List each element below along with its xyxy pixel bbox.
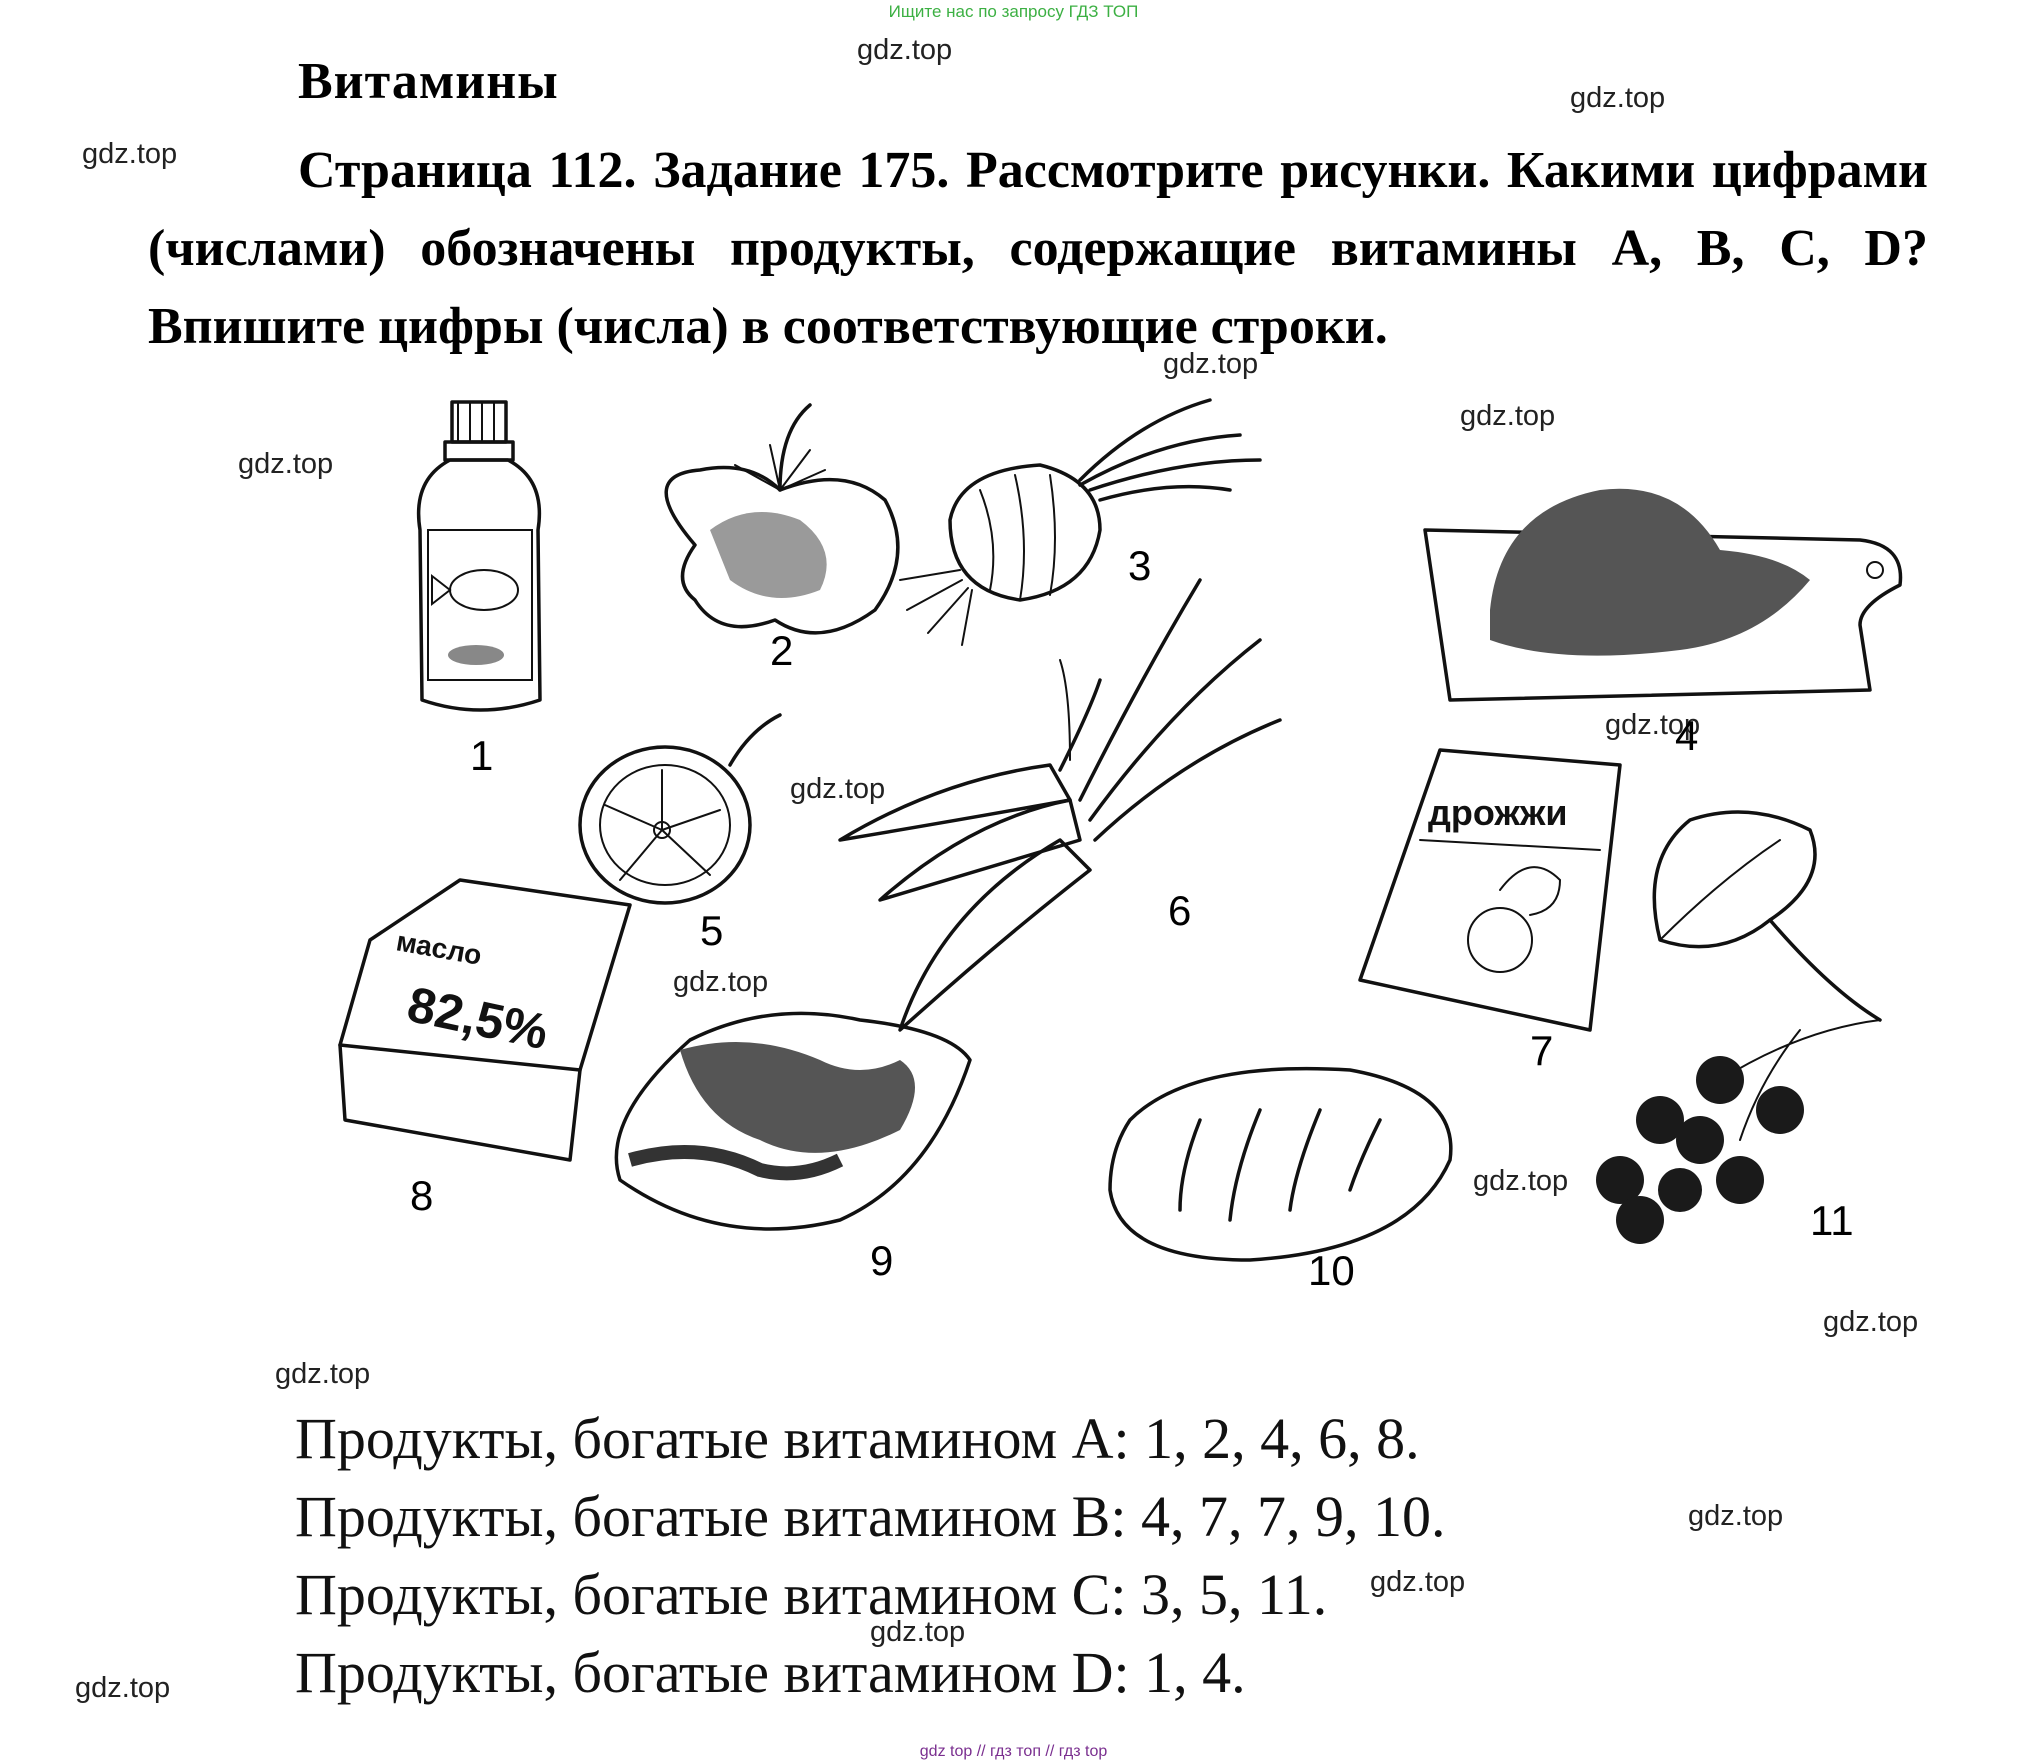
watermark: gdz.top xyxy=(1688,1500,1784,1532)
answer-vitamin-b: Продукты, богатые витамином B: 4, 7, 7, … xyxy=(295,1484,1446,1549)
label-10: 10 xyxy=(1308,1247,1355,1294)
label-3: 3 xyxy=(1128,542,1151,589)
label-9: 9 xyxy=(870,1237,893,1284)
watermark: gdz.top xyxy=(870,1616,966,1648)
answer-vitamin-a: Продукты, богатые витамином A: 1, 2, 4, … xyxy=(295,1406,1420,1471)
fish-oil-bottle-icon xyxy=(416,400,542,712)
label-1: 1 xyxy=(470,732,493,779)
label-7: 7 xyxy=(1530,1027,1553,1074)
yeast-package-text: дрожжи xyxy=(1428,792,1568,833)
watermark: gdz.top xyxy=(1605,709,1701,741)
watermark: gdz.top xyxy=(1823,1306,1919,1338)
food-drawings: 1 2 3 4 5 6 др xyxy=(338,398,1903,1294)
onion-icon xyxy=(899,398,1262,646)
meat-on-board-icon xyxy=(1423,488,1903,702)
label-6: 6 xyxy=(1168,887,1191,934)
answer-vitamin-c: Продукты, богатые витамином C: 3, 5, 11. xyxy=(295,1562,1328,1627)
label-11: 11 xyxy=(1810,1197,1854,1244)
food-illustration: 1 2 3 4 5 6 др xyxy=(300,380,1950,1330)
blackcurrant-icon xyxy=(1596,810,1882,1244)
watermark: gdz.top xyxy=(1370,1566,1466,1598)
butter-brand-text: масло xyxy=(394,925,484,970)
footer-links[interactable]: gdz top // гдз топ // гдз top xyxy=(919,1743,1108,1760)
butter-pack-icon: масло 82,5% xyxy=(338,878,632,1162)
label-8: 8 xyxy=(410,1172,433,1219)
lemon-icon xyxy=(578,713,782,905)
watermark: gdz.top xyxy=(673,966,769,998)
watermark: gdz.top xyxy=(790,773,886,805)
tomato-icon xyxy=(664,403,900,635)
section-title: Витамины xyxy=(298,53,559,110)
carrots-icon xyxy=(838,578,1282,1032)
watermark: gdz.top xyxy=(82,138,178,170)
watermark: gdz.top xyxy=(857,34,953,66)
label-4: 4 xyxy=(1675,712,1698,759)
sliced-meat-icon xyxy=(614,1011,972,1231)
answer-vitamin-d: Продукты, богатые витамином D: 1, 4. xyxy=(295,1640,1246,1705)
watermark: gdz.top xyxy=(275,1358,371,1390)
watermark: gdz.top xyxy=(238,448,334,480)
label-5: 5 xyxy=(700,907,723,954)
watermark: gdz.top xyxy=(1163,348,1259,380)
watermark: gdz.top xyxy=(1460,400,1556,432)
search-hint-link[interactable]: Ищите нас по запросу ГДЗ ТОП xyxy=(888,2,1139,21)
watermark: gdz.top xyxy=(75,1672,171,1704)
watermark: gdz.top xyxy=(1473,1165,1569,1197)
butter-percent-text: 82,5% xyxy=(403,976,553,1060)
answers-list: Продукты, богатые витамином A: 1, 2, 4, … xyxy=(295,1400,1445,1712)
bread-loaf-icon xyxy=(1108,1066,1453,1262)
watermark: gdz.top xyxy=(1570,82,1666,114)
label-2: 2 xyxy=(770,627,793,674)
yeast-package-icon: дрожжи xyxy=(1358,748,1622,1032)
task-statement: Страница 112. Задание 175. Рассмотрите р… xyxy=(148,142,1928,355)
